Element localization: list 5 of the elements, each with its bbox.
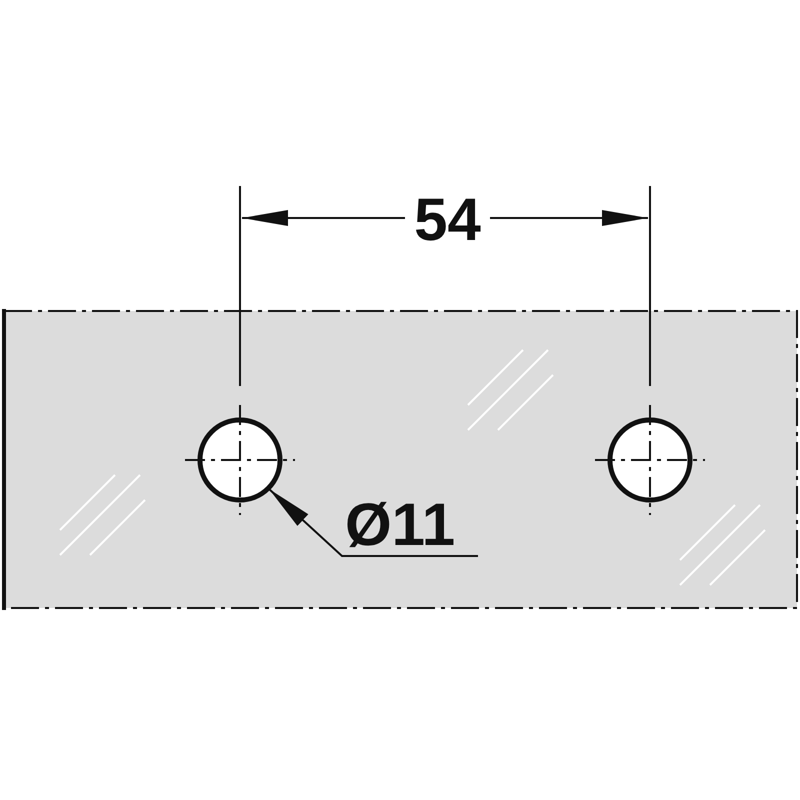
- dimension-label: 54: [413, 190, 482, 250]
- hole: [608, 418, 692, 502]
- hole: [198, 418, 282, 502]
- leader-line: [268, 488, 478, 557]
- diameter-label: Ø11: [345, 495, 456, 555]
